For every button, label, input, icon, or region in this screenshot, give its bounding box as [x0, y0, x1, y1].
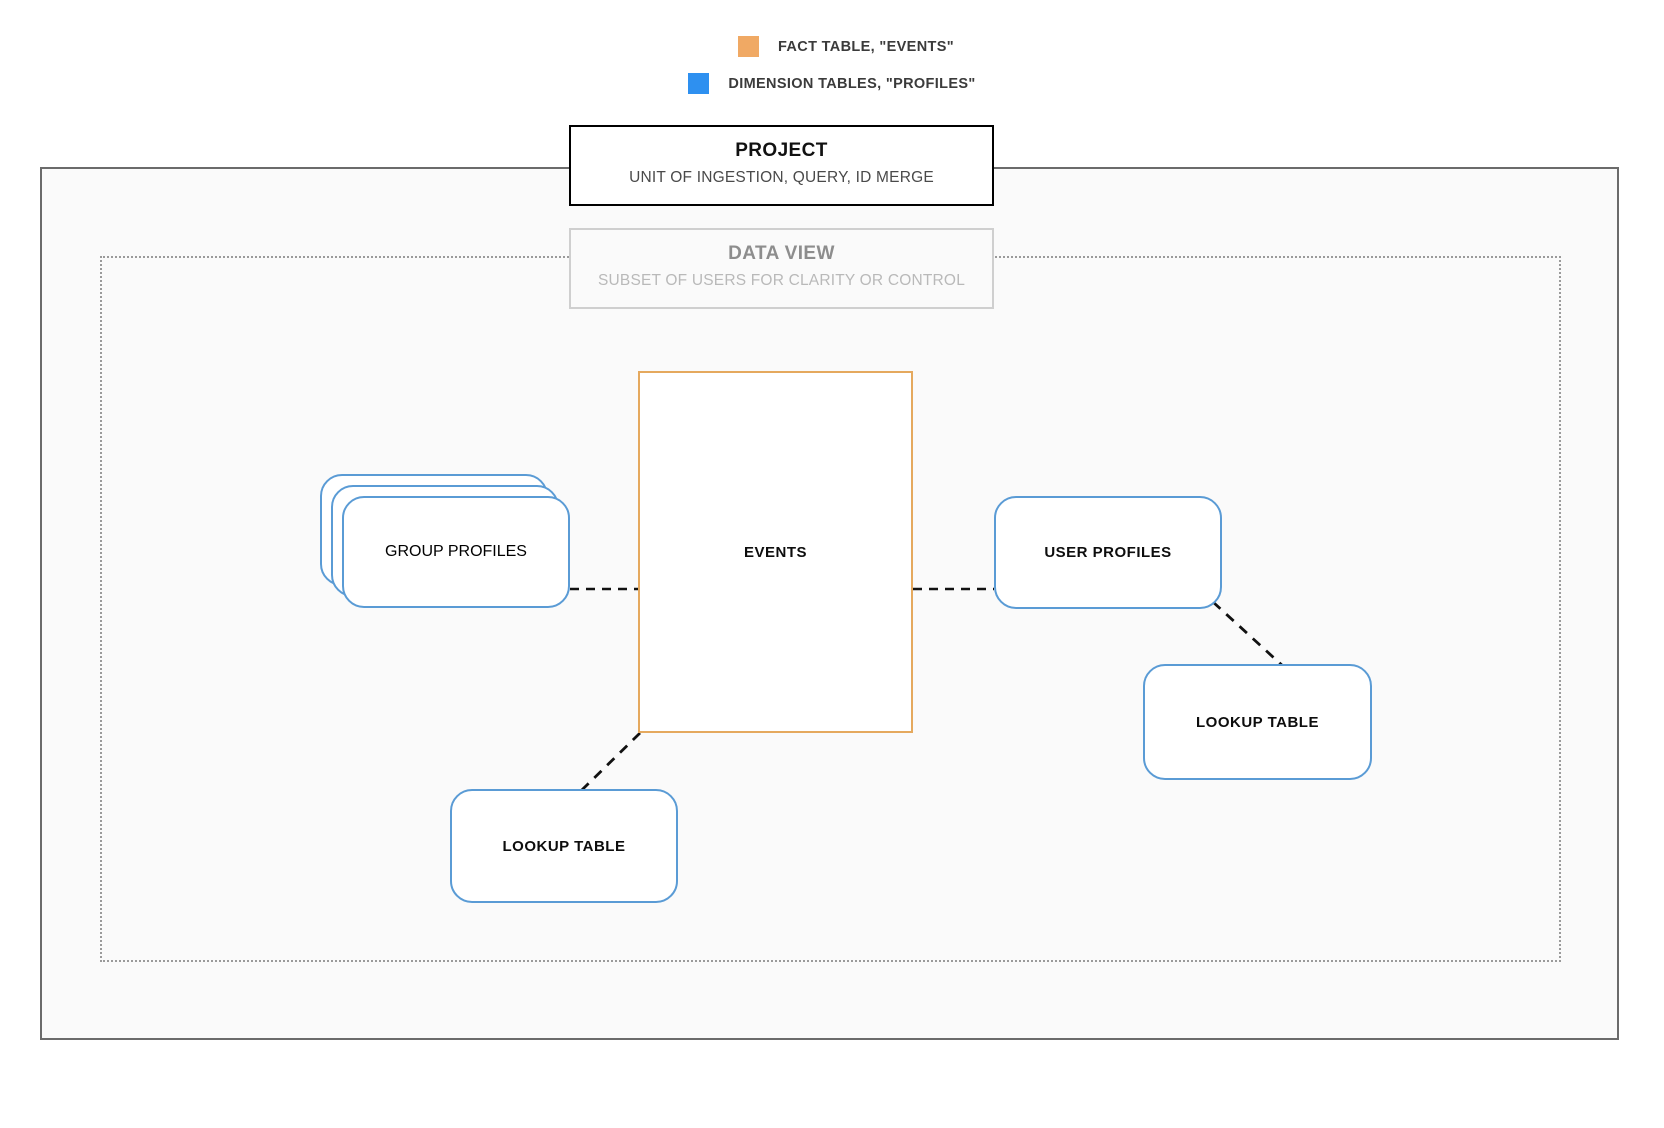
project-card[interactable]: PROJECT UNIT OF INGESTION, QUERY, ID MER…: [569, 125, 994, 206]
node-lookup-table-left[interactable]: LOOKUP TABLE: [450, 789, 678, 903]
data-view-card-title: DATA VIEW: [728, 243, 835, 264]
project-card-title: PROJECT: [735, 140, 828, 161]
node-user-profiles-label: USER PROFILES: [1044, 544, 1172, 561]
legend-item-fact-table: FACT TABLE, "EVENTS": [0, 28, 1664, 65]
orange-square-icon: [738, 36, 760, 57]
node-group-profiles-card-front[interactable]: GROUP PROFILES: [342, 496, 570, 608]
blue-square-icon: [688, 73, 710, 94]
legend-label-dimension-tables: DIMENSION TABLES, "PROFILES": [728, 75, 976, 92]
node-group-profiles[interactable]: GROUP PROFILES: [320, 474, 570, 609]
project-card-subtitle: UNIT OF INGESTION, QUERY, ID MERGE: [629, 169, 934, 186]
node-events[interactable]: EVENTS: [638, 371, 913, 733]
node-events-label: EVENTS: [743, 543, 807, 561]
data-view-card[interactable]: DATA VIEW SUBSET OF USERS FOR CLARITY OR…: [569, 228, 994, 309]
legend-label-fact-table: FACT TABLE, "EVENTS": [778, 38, 954, 55]
legend-item-dimension-tables: DIMENSION TABLES, "PROFILES": [0, 65, 1664, 102]
node-user-profiles[interactable]: USER PROFILES: [994, 496, 1222, 609]
node-lookup-table-right-label: LOOKUP TABLE: [1196, 713, 1319, 731]
node-lookup-table-left-label: LOOKUP TABLE: [502, 837, 626, 855]
node-lookup-table-right[interactable]: LOOKUP TABLE: [1143, 664, 1372, 780]
data-view-card-subtitle: SUBSET OF USERS FOR CLARITY OR CONTROL: [597, 272, 966, 289]
node-group-profiles-label: GROUP PROFILES: [385, 543, 527, 560]
legend: FACT TABLE, "EVENTS" DIMENSION TABLES, "…: [0, 28, 1664, 102]
